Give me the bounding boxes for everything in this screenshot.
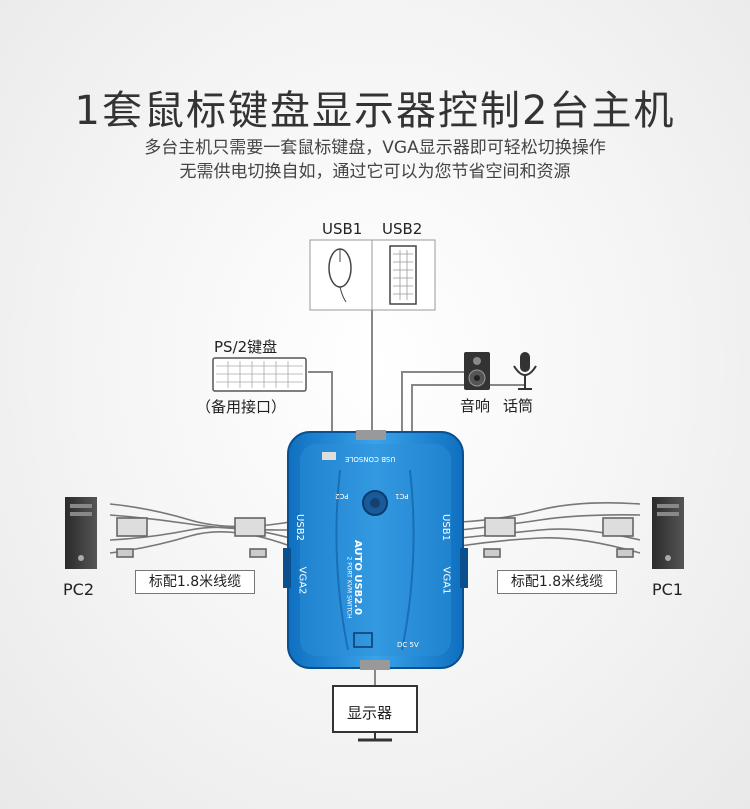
pc1-label: PC1: [652, 580, 683, 599]
microphone-icon: [513, 352, 537, 390]
device-usb2-text: USB2: [293, 514, 305, 541]
device-dc-text: DC 5V: [397, 641, 419, 649]
pc2-label: PC2: [63, 580, 94, 599]
monitor-label: 显示器: [347, 704, 393, 722]
speaker-label: 音响: [460, 397, 491, 415]
keyboard-icon: [389, 245, 417, 305]
subtitle-line-1: 多台主机只需要一套鼠标键盘，VGA显示器即可轻松切换操作: [144, 138, 606, 158]
device-vga1-text: VGA1: [440, 566, 452, 595]
right-cable-bundle: [459, 502, 641, 558]
device-pc1-text: PC1: [395, 492, 409, 500]
device-brand-line2: 2 PORT KVM SWITCH: [345, 556, 353, 619]
ps2-keyboard-icon: [212, 357, 307, 392]
kvm-switch-device: [283, 430, 468, 670]
subtitle-line-2: 无需供电切换自如，通过它可以为您节省空间和资源: [179, 162, 571, 182]
pc2-tower-icon: [65, 497, 97, 569]
ps2-backup-note: （备用接口）: [196, 398, 287, 416]
ps2-keyboard-label: PS/2键盘: [214, 338, 278, 356]
usb1-label: USB1: [322, 220, 363, 238]
speaker-icon: [464, 352, 490, 390]
device-pc2-text: PC2: [335, 492, 349, 500]
usb-devices-panel: [309, 239, 436, 311]
page-title: 1套鼠标键盘显示器控制2台主机: [74, 88, 676, 134]
mouse-icon: [328, 248, 352, 303]
cable-left-label: 标配1.8米线缆: [135, 570, 255, 594]
usb2-label: USB2: [382, 220, 423, 238]
left-cable-bundle: [109, 503, 291, 558]
monitor-icon: [332, 685, 418, 742]
microphone-label: 话筒: [503, 397, 534, 415]
device-vga2-text: VGA2: [296, 566, 308, 595]
device-usb1-text: USB1: [439, 514, 451, 541]
device-brand-line1: AUTO USB2.0: [352, 539, 364, 616]
cable-right-label: 标配1.8米线缆: [497, 570, 617, 594]
device-usb-console-text: USB CONSOLE: [345, 455, 396, 463]
pc1-tower-icon: [652, 497, 684, 569]
